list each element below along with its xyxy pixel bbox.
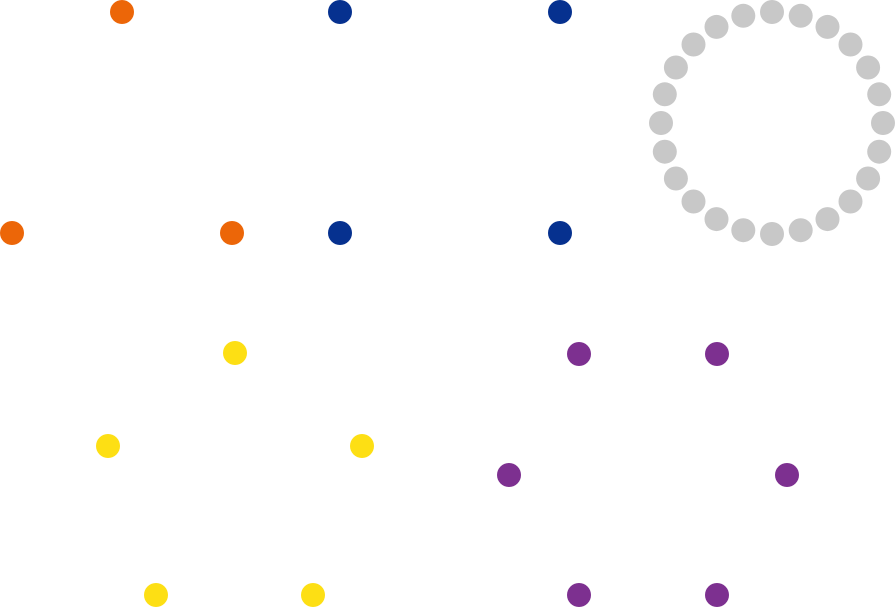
gray-circle-dot-12 [788,218,813,243]
navy-square-group [328,0,572,245]
gray-circle-dot-22 [681,32,706,57]
gray-circle-dot-15 [704,207,729,232]
gray-circle-dot-20 [652,82,677,107]
gray-circle-dot-1 [760,0,784,24]
gray-circle-dot-10 [838,189,863,214]
purple-hexagon-dot-6 [705,583,729,607]
gray-circle-dot-16 [681,189,706,214]
yellow-pentagon-dot-3 [350,434,374,458]
orange-triangle-group [0,0,244,245]
gray-circle-dot-17 [663,166,688,191]
gray-circle-dot-14 [731,218,756,243]
navy-square-dot-3 [328,221,352,245]
orange-triangle-dot-3 [220,221,244,245]
gray-circle-dot-23 [704,14,729,39]
purple-hexagon-dot-4 [775,463,799,487]
navy-square-dot-2 [548,0,572,24]
purple-hexagon-dot-3 [497,463,521,487]
gray-circle-dot-3 [815,14,840,39]
gray-circle-dot-2 [788,3,813,28]
yellow-pentagon-group [96,341,374,607]
gray-circle-dot-9 [856,166,881,191]
gray-circle-dot-8 [867,139,892,164]
gray-circle-dot-6 [867,82,892,107]
yellow-pentagon-dot-1 [223,341,247,365]
gray-circle-dot-19 [649,111,673,135]
navy-square-dot-4 [548,221,572,245]
yellow-pentagon-dot-2 [96,434,120,458]
gray-circle-dot-11 [815,207,840,232]
purple-hexagon-dot-5 [567,583,591,607]
purple-hexagon-group [497,342,799,607]
purple-hexagon-dot-2 [705,342,729,366]
yellow-pentagon-dot-4 [144,583,168,607]
gray-circle-dot-7 [871,111,895,135]
gray-circle-group [649,0,895,246]
gray-circle-dot-24 [731,3,756,28]
orange-triangle-dot-2 [0,221,24,245]
navy-square-dot-1 [328,0,352,24]
gray-circle-dot-5 [856,55,881,80]
gray-circle-dot-21 [663,55,688,80]
purple-hexagon-dot-1 [567,342,591,366]
gray-circle-dot-4 [838,32,863,57]
orange-triangle-dot-1 [110,0,134,24]
gray-circle-dot-13 [760,222,784,246]
gray-circle-dot-18 [652,139,677,164]
yellow-pentagon-dot-5 [301,583,325,607]
